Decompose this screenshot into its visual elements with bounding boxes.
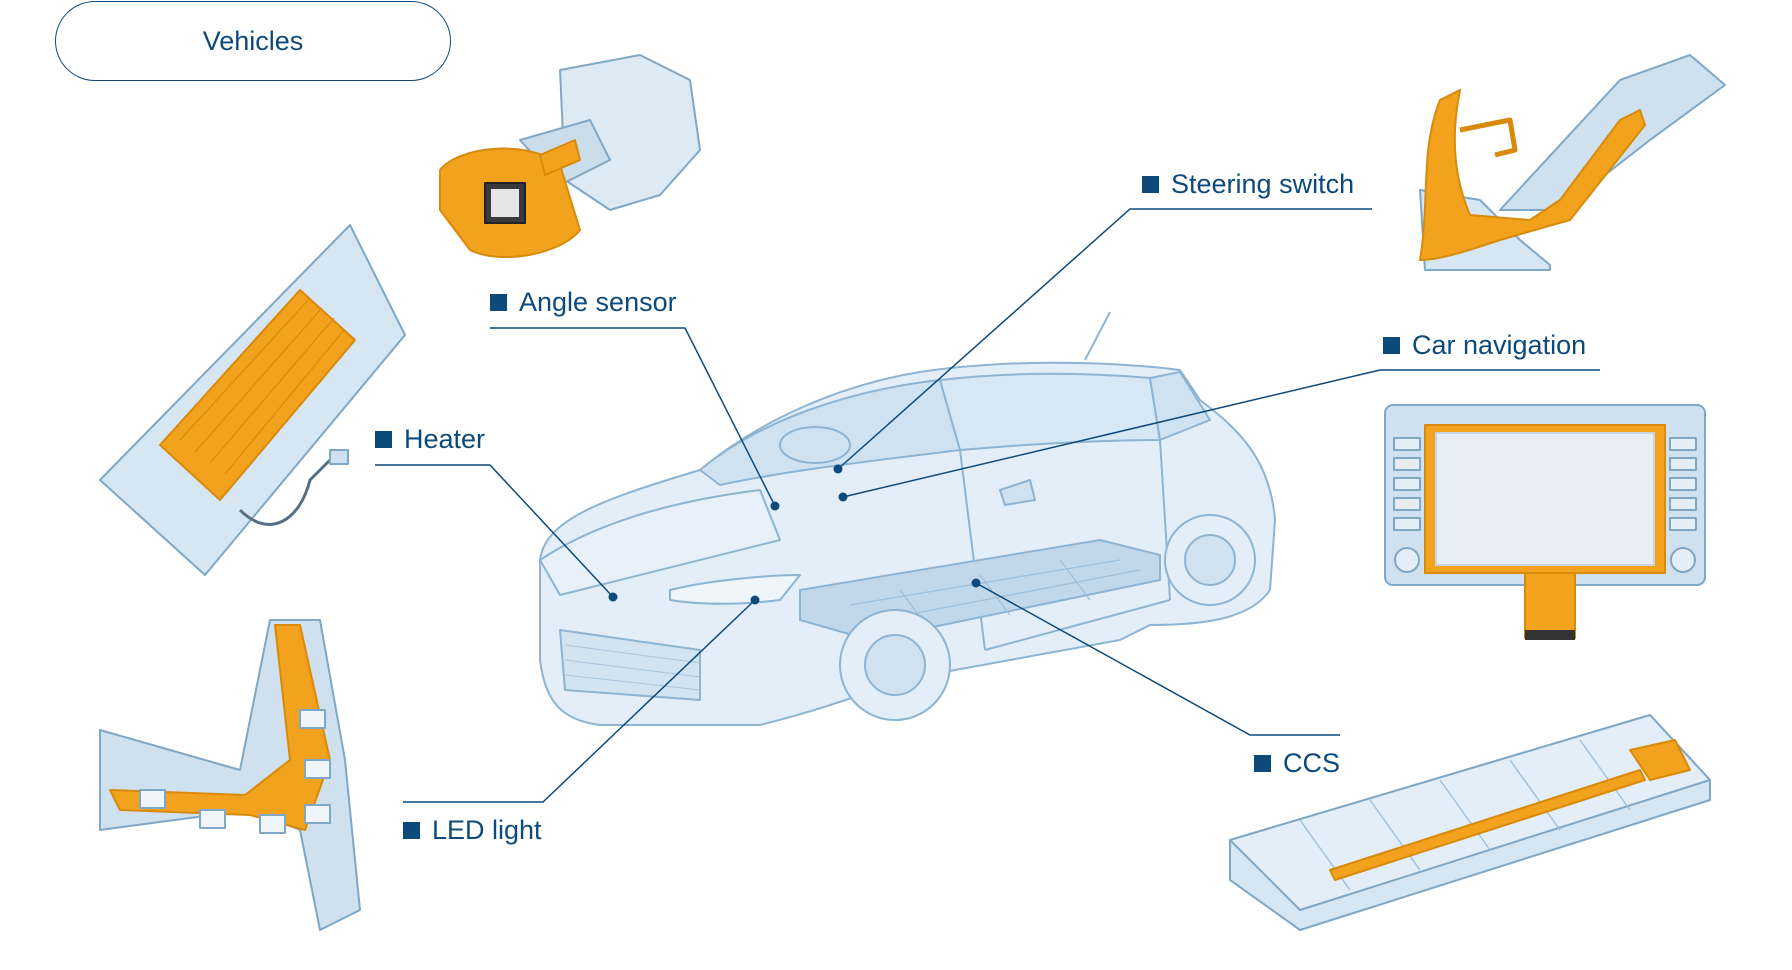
label-text: LED light (432, 815, 542, 845)
label-text: Car navigation (1412, 330, 1587, 360)
square-bullet-icon (1254, 755, 1271, 772)
car-illustration (539, 311, 1276, 726)
label-car-navigation[interactable]: Car navigation (1383, 330, 1586, 361)
leader-lines (375, 208, 1600, 803)
square-bullet-icon (1142, 176, 1159, 193)
ccs-illustration (1229, 714, 1711, 931)
label-ccs[interactable]: CCS (1254, 748, 1340, 779)
label-steering-switch[interactable]: Steering switch (1142, 169, 1354, 200)
label-led-light[interactable]: LED light (403, 815, 542, 846)
label-text: Angle sensor (519, 287, 677, 317)
square-bullet-icon (1383, 337, 1400, 354)
label-text: Heater (404, 424, 486, 454)
angle-sensor-illustration (439, 54, 701, 259)
leader-dots (608, 464, 981, 605)
label-text: CCS (1283, 748, 1341, 778)
led-light-illustration (99, 619, 361, 931)
square-bullet-icon (490, 294, 507, 311)
heater-illustration (99, 224, 406, 576)
square-bullet-icon (403, 822, 420, 839)
steering-switch-illustration (1419, 54, 1726, 271)
label-angle-sensor[interactable]: Angle sensor (490, 287, 677, 318)
square-bullet-icon (375, 431, 392, 448)
car-navigation-illustration (1384, 404, 1706, 640)
label-heater[interactable]: Heater (375, 424, 485, 455)
vehicles-category-button[interactable]: Vehicles (55, 1, 451, 81)
label-text: Steering switch (1171, 169, 1355, 199)
